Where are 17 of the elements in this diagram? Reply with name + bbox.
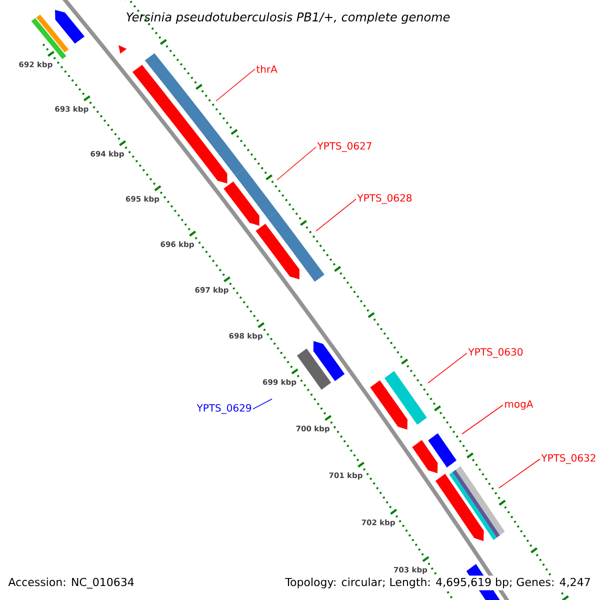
title: Yersinia pseudotuberculosis PB1/+, complete genome: [126, 12, 450, 24]
leader-line: [498, 458, 540, 488]
gene-label: thrA: [256, 65, 278, 73]
gene-label: YPTS_0628: [357, 194, 412, 204]
leader-line: [462, 404, 504, 434]
gene-label: YPTS_0630: [468, 348, 523, 358]
leader-line: [276, 146, 316, 180]
genome-info-text: Topology: circular; Length: 4,695,619 bp; Genes: 4,247: [283, 576, 593, 590]
gene-label: YPTS_0629: [196, 404, 252, 414]
leader-line: [216, 68, 256, 102]
leader-line: [252, 398, 272, 410]
accession-text: Accession: NC_010634: [8, 578, 134, 589]
gene-label: YPTS_0632: [541, 454, 596, 464]
leader-line: [316, 198, 356, 232]
gene-label: mogA: [505, 400, 534, 410]
gene-label: YPTS_0627: [317, 142, 372, 152]
leader-line: [428, 352, 468, 384]
